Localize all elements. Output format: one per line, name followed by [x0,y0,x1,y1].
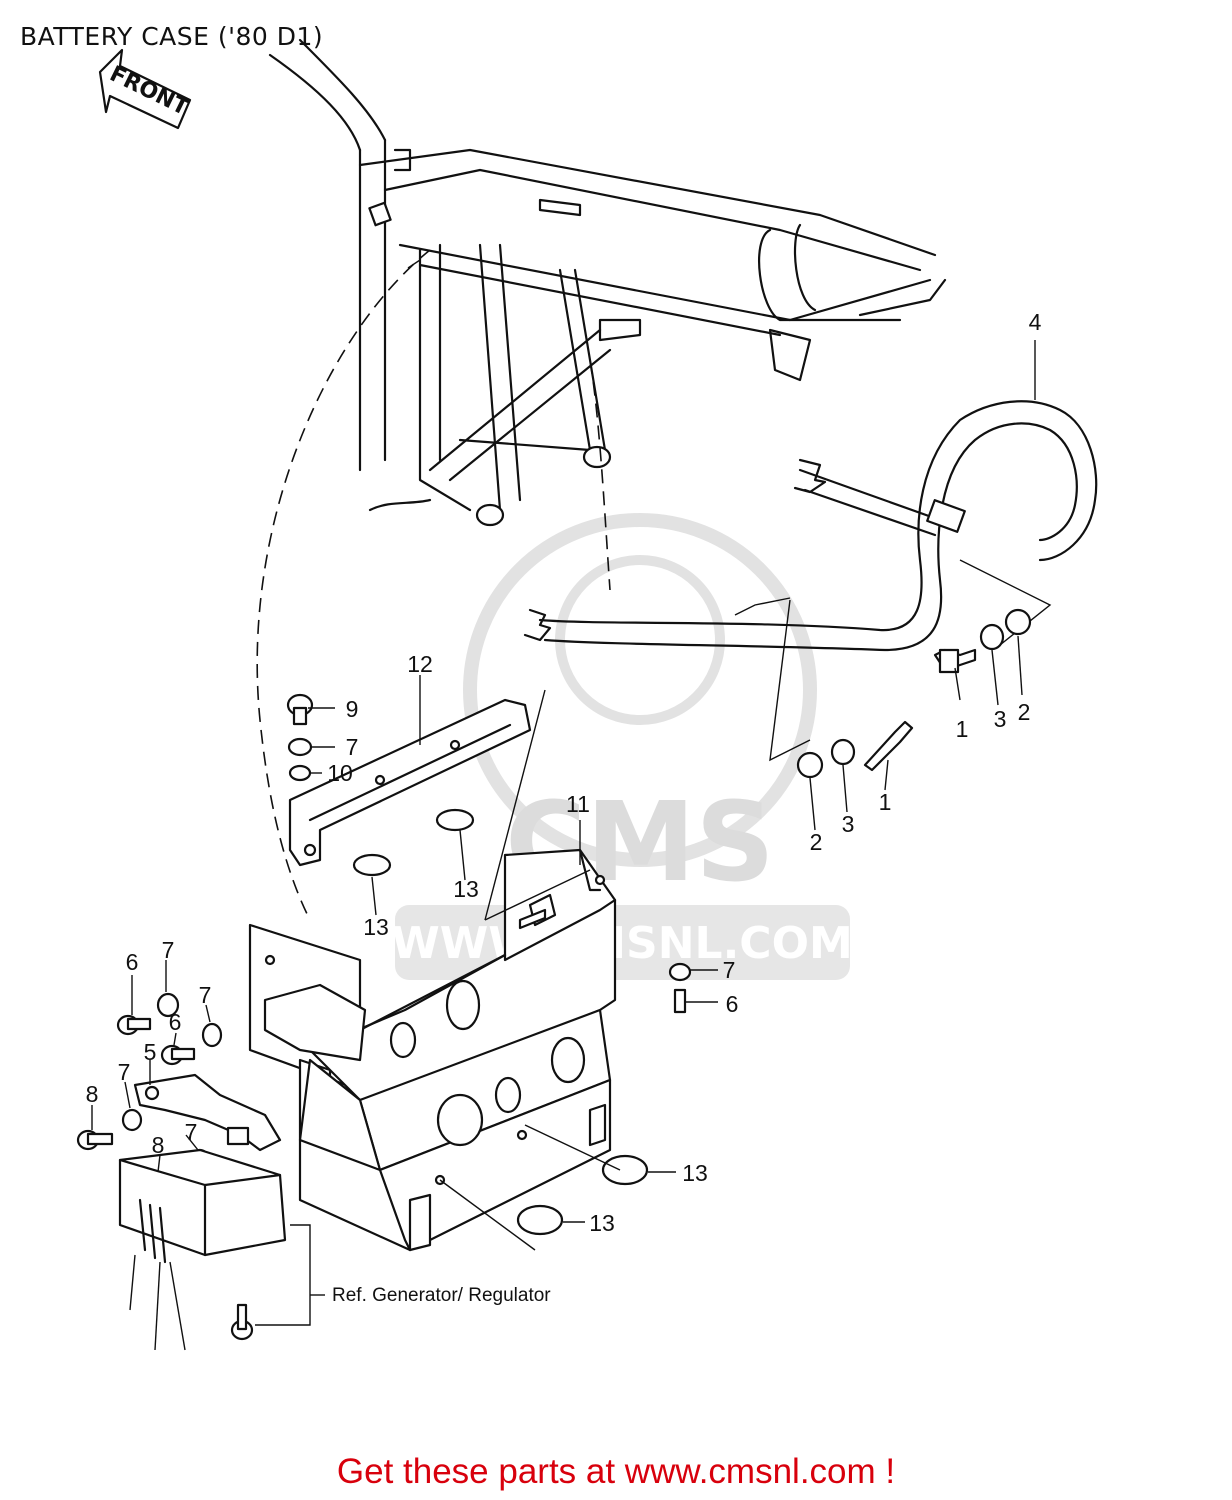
page-title: BATTERY CASE ('80 D1) [20,22,324,51]
callout-2-lower: 2 [810,829,823,855]
callout-9: 9 [346,696,359,722]
motorcycle-frame [268,38,947,527]
watermark-url: WWW.CMSNL.COM [391,918,853,969]
part-12-bracket [288,698,532,867]
callout-7-mid: 7 [199,982,212,1008]
callout-5: 5 [144,1039,157,1065]
rail-dashed-line [589,359,611,591]
callout-6-left: 6 [126,949,139,975]
part-4-rail [523,400,1098,652]
callout-13-bottom: 13 [589,1210,615,1236]
callout-4: 4 [1029,309,1042,335]
callout-12: 12 [407,651,433,677]
callout-1-lower: 1 [879,789,892,815]
leader-lines [91,340,1036,1223]
callout-13-upper: 13 [453,876,479,902]
grommets [352,808,649,1236]
callout-7-bracket: 7 [346,734,359,760]
footer-link[interactable]: Get these parts at www.cmsnl.com ! [336,1452,896,1491]
hardware-upper-right [796,608,1032,779]
pointer-13b [439,1179,536,1251]
callout-11: 11 [566,791,590,817]
callout-7-reg: 7 [185,1119,198,1145]
part-5-bracket [133,1073,282,1198]
pointer-11 [484,869,591,921]
ref-bracket-line [255,1224,311,1326]
callout-7-case: 7 [723,957,736,983]
mount-dashed-line [256,249,431,921]
watermark-mascot-head [555,555,725,725]
regulator [118,1148,287,1351]
callout-labels: 4 12 9 7 10 1 3 2 1 3 2 11 13 13 7 6 6 7… [86,309,1042,1236]
ref-generator-regulator-label: Ref. Generator/ Regulator [332,1285,551,1306]
callout-3-upper: 3 [994,706,1007,732]
callout-7-left: 7 [162,937,175,963]
callout-13-right: 13 [682,1160,708,1186]
callout-8-left: 8 [86,1081,99,1107]
callout-13-left: 13 [363,914,389,940]
pointer-4-upper [959,559,1052,646]
callout-3-lower: 3 [842,811,855,837]
watermark-mascot-outline [463,513,817,867]
front-arrow: FRONT [98,48,192,130]
front-arrow-shape [98,48,192,130]
callout-6-case: 6 [726,991,739,1017]
callout-7-lower: 7 [118,1059,131,1085]
callout-10: 10 [327,760,353,786]
callout-6-mid: 6 [169,1009,182,1035]
callout-8-mid: 8 [152,1132,165,1158]
callout-1-upper: 1 [956,716,969,742]
pointer-4-lower [769,599,811,762]
callout-2-upper: 2 [1018,699,1031,725]
pointer-12 [484,689,546,921]
pointer-13a [524,1124,621,1171]
part-11-battery-case [248,848,617,1252]
